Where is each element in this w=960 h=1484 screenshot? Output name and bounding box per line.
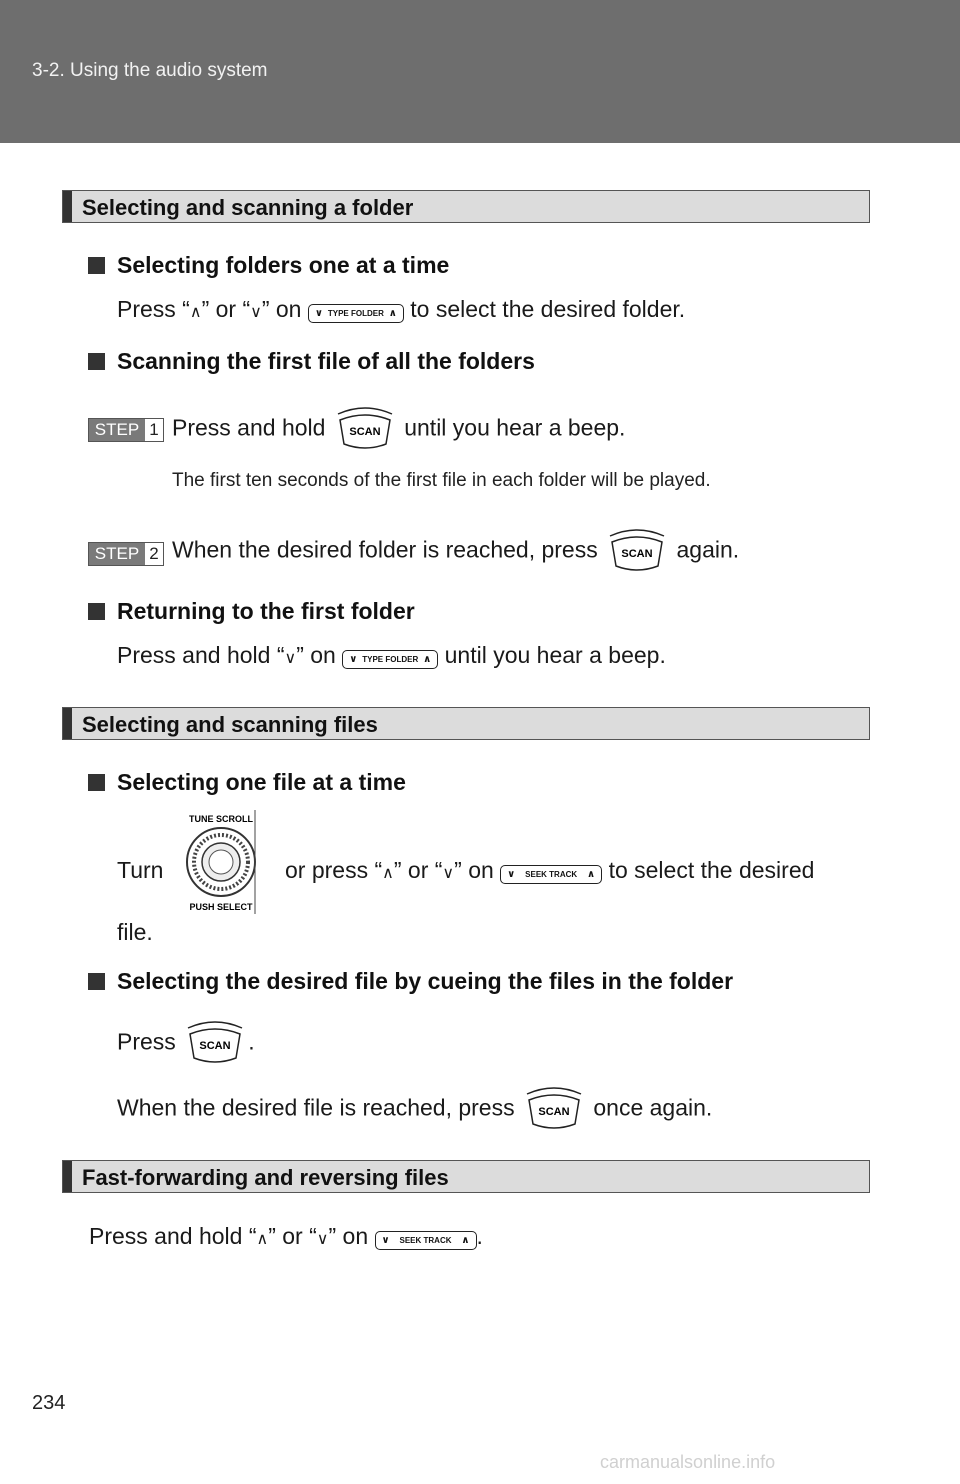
- subheading: Selecting one file at a time: [88, 769, 406, 796]
- breadcrumb: 3-2. Using the audio system: [32, 60, 268, 81]
- instruction-line-cont: file.: [117, 919, 153, 945]
- scan-button-icon: SCAN: [337, 407, 393, 449]
- scan-button-icon: SCAN: [526, 1087, 582, 1129]
- instruction-line: When the desired file is reached, press …: [117, 1084, 712, 1132]
- scan-button-icon: SCAN: [187, 1021, 243, 1063]
- scan-button-icon: SCAN: [609, 529, 665, 571]
- note-text: The first ten seconds of the first file …: [172, 470, 711, 491]
- section-header-ffrew: Fast-forwarding and reversing files: [62, 1160, 870, 1193]
- svg-text:PUSH SELECT: PUSH SELECT: [189, 902, 253, 912]
- subheading: Selecting the desired file by cueing the…: [88, 968, 733, 995]
- instruction-line: or press “∧” or “∨” on ∨SEEK TRACK∧ to s…: [285, 857, 815, 884]
- seek-track-button: ∨SEEK TRACK∧: [500, 865, 603, 884]
- seek-track-button: ∨SEEK TRACK∧: [374, 1231, 477, 1250]
- watermark: carmanualsonline.info: [600, 1452, 776, 1472]
- instruction-line: Press SCAN .: [117, 1018, 255, 1066]
- tune-scroll-knob-icon: TUNE SCROLL PUSH SELECT: [186, 810, 256, 914]
- svg-text:TUNE SCROLL: TUNE SCROLL: [189, 814, 254, 824]
- step1-text: Press and hold SCAN until you hear a bee…: [172, 404, 625, 452]
- svg-text:SCAN: SCAN: [622, 548, 653, 560]
- instruction-line: Press and hold “∧” or “∨” on ∨SEEK TRACK…: [89, 1223, 483, 1250]
- section-title: Fast-forwarding and reversing files: [82, 1165, 449, 1190]
- section-title: Selecting and scanning a folder: [82, 195, 414, 220]
- page-number: 234: [32, 1392, 66, 1414]
- svg-text:SCAN: SCAN: [349, 426, 380, 438]
- step2-text: When the desired folder is reached, pres…: [172, 526, 739, 574]
- subheading: Selecting folders one at a time: [88, 252, 449, 279]
- subheading: Scanning the first file of all the folde…: [88, 348, 535, 375]
- svg-text:SCAN: SCAN: [200, 1040, 231, 1052]
- type-folder-button: ∨TYPE FOLDER∧: [307, 304, 404, 323]
- instruction-line: Press and hold “∨” on ∨TYPE FOLDER∧ unti…: [117, 642, 666, 669]
- square-bullet-icon: [88, 603, 105, 620]
- section-header-folder: Selecting and scanning a folder: [62, 190, 870, 223]
- section-header-files: Selecting and scanning files: [62, 707, 870, 740]
- svg-text:SCAN: SCAN: [538, 1106, 569, 1118]
- turn-label: Turn: [117, 857, 164, 883]
- type-folder-button: ∨TYPE FOLDER∧: [342, 650, 439, 669]
- section-title: Selecting and scanning files: [82, 712, 378, 737]
- subheading: Returning to the first folder: [88, 598, 415, 625]
- instruction-line: Press “∧” or “∨” on ∨TYPE FOLDER∧ to sel…: [117, 296, 686, 323]
- square-bullet-icon: [88, 353, 105, 370]
- square-bullet-icon: [88, 257, 105, 274]
- page-header: 3-2. Using the audio system: [0, 0, 960, 143]
- square-bullet-icon: [88, 774, 105, 791]
- square-bullet-icon: [88, 973, 105, 990]
